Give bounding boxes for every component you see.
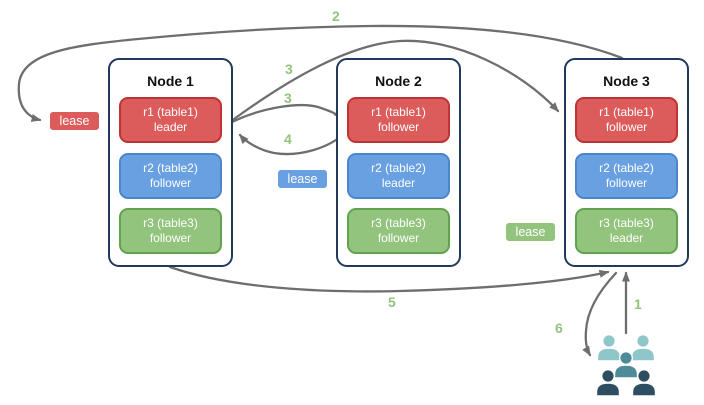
step-label-1: 1 <box>634 296 642 312</box>
step-label-5: 5 <box>388 294 396 310</box>
node1-replica-r1: r1 (table1) leader <box>119 97 222 143</box>
users-group-icon <box>595 333 657 397</box>
node-2: Node 2 r1 (table1) follower r2 (table2) … <box>336 58 461 267</box>
replica-name: r3 (table3) <box>599 216 654 230</box>
node-3: Node 3 r1 (table1) follower r2 (table2) … <box>564 58 689 267</box>
lease-badge-table2: lease <box>276 168 329 190</box>
step-label-6: 6 <box>555 320 563 336</box>
replica-name: r2 (table2) <box>599 161 654 175</box>
node2-replica-r1: r1 (table1) follower <box>347 97 450 143</box>
arrow-step3-replicate-node3 <box>228 39 560 124</box>
node1-replica-r3: r3 (table3) follower <box>119 208 222 254</box>
node1-replica-r2: r2 (table2) follower <box>119 153 222 199</box>
arrow-step5-forward <box>168 265 610 293</box>
arrow-step2-lease-transfer <box>17 24 624 122</box>
lease-badge-table3: lease <box>504 221 557 243</box>
arrow-step4-ack <box>238 128 350 156</box>
replica-name: r1 (table1) <box>143 105 198 119</box>
step-label-3b: 3 <box>284 90 292 106</box>
node-1: Node 1 r1 (table1) leader r2 (table2) fo… <box>108 58 233 267</box>
node3-replica-r2: r2 (table2) follower <box>575 153 678 199</box>
replica-name: r1 (table1) <box>599 105 654 119</box>
step-label-4: 4 <box>284 131 292 147</box>
step-label-3a: 3 <box>285 61 293 77</box>
node3-replica-r3: r3 (table3) leader <box>575 208 678 254</box>
node-title: Node 2 <box>375 73 422 89</box>
replica-role: follower <box>605 120 648 134</box>
step-label-2: 2 <box>332 8 340 24</box>
replica-name: r3 (table3) <box>143 216 198 230</box>
replica-name: r1 (table1) <box>371 105 426 119</box>
replica-role: leader <box>153 120 188 134</box>
node2-replica-r3: r3 (table3) follower <box>347 208 450 254</box>
replica-role: leader <box>381 176 416 190</box>
node-title: Node 1 <box>147 73 194 89</box>
arrow-step6-response <box>582 271 618 357</box>
replica-role: leader <box>609 231 644 245</box>
replica-role: follower <box>377 231 420 245</box>
replica-name: r2 (table2) <box>143 161 198 175</box>
arrow-step3-replicate-node2 <box>228 104 344 125</box>
replica-role: follower <box>377 120 420 134</box>
lease-badge-table1: lease <box>48 110 101 132</box>
node3-replica-r1: r1 (table1) follower <box>575 97 678 143</box>
replica-role: follower <box>149 176 192 190</box>
replica-name: r3 (table3) <box>371 216 426 230</box>
replica-name: r2 (table2) <box>371 161 426 175</box>
replica-role: follower <box>149 231 192 245</box>
node-title: Node 3 <box>603 73 650 89</box>
node2-replica-r2: r2 (table2) leader <box>347 153 450 199</box>
replica-role: follower <box>605 176 648 190</box>
